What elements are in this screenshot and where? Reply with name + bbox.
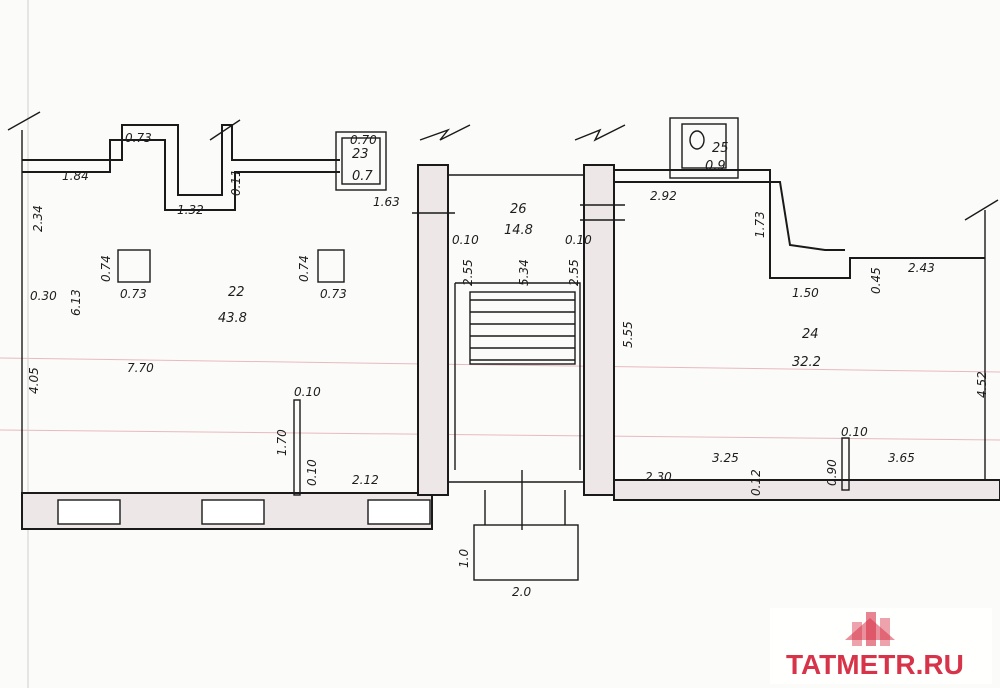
watermark-logo: TATMETR.RU	[770, 608, 992, 684]
window	[57, 499, 121, 525]
room-number: 25	[712, 141, 729, 156]
dimension-label: 0.73	[120, 287, 147, 301]
stairs	[469, 291, 576, 365]
break-mark	[574, 124, 626, 142]
dimension-label: 0.45	[869, 267, 883, 294]
room-25-walls	[669, 117, 739, 179]
dimension-label: 0.12	[749, 469, 763, 496]
dimension-label: 2.43	[908, 261, 935, 275]
partition	[293, 399, 301, 496]
dimension-label: 6.13	[69, 289, 83, 316]
dimension-label: 0.10	[305, 459, 319, 486]
dimension-label: 1.84	[62, 169, 89, 183]
dimension-label: 1.0	[457, 549, 471, 568]
guide-line	[0, 429, 1000, 441]
dimension-label: 0.10	[841, 425, 868, 439]
dimension-label: 0.74	[99, 255, 113, 282]
dimension-label: 5.34	[517, 259, 531, 286]
dimension-label: 4.52	[975, 371, 989, 398]
dimension-label: 0.30	[30, 289, 57, 303]
room-23-walls	[335, 131, 387, 191]
dimension-label: 2.0	[512, 585, 531, 599]
dimension-label: 4.05	[27, 367, 41, 394]
room-24-walls	[613, 169, 1000, 501]
window	[201, 499, 265, 525]
front-wall-right	[613, 479, 1000, 501]
column	[317, 249, 345, 283]
watermark-text: TATMETR.RU	[786, 649, 964, 680]
room-area: 0.9	[705, 159, 726, 174]
room-26-walls	[412, 124, 626, 581]
column	[117, 249, 151, 283]
break-mark	[419, 124, 471, 141]
toilet-icon	[689, 130, 705, 150]
dimension-label: 0.90	[825, 459, 839, 486]
dimension-label: 0.10	[452, 233, 479, 247]
break-mark	[7, 111, 41, 131]
dimension-label: 5.55	[621, 321, 635, 348]
room-area: 0.7	[352, 169, 373, 184]
dimension-label: 0.10	[565, 233, 592, 247]
guide-line	[0, 357, 1000, 373]
dimension-label: 2.92	[650, 189, 677, 203]
dimension-label: 3.65	[888, 451, 915, 465]
room-area: 43.8	[218, 311, 247, 326]
dimension-label: 1.73	[753, 211, 767, 238]
stair-wall-left	[417, 164, 449, 496]
dimension-label: 7.70	[127, 361, 154, 375]
dimension-label: 1.50	[792, 286, 819, 300]
dimension-label: 2.12	[352, 473, 379, 487]
stair-wall-right	[583, 164, 615, 496]
dimension-label: 0.73	[125, 131, 152, 145]
break-mark	[964, 199, 999, 221]
window	[367, 499, 431, 525]
dimension-label: 2.34	[31, 205, 45, 232]
room-22-walls	[7, 111, 433, 530]
dimension-label: 0.11	[229, 169, 243, 196]
partition	[841, 437, 850, 491]
dimension-label: 3.25	[712, 451, 739, 465]
dimension-label: 1.70	[275, 429, 289, 456]
room-area: 14.8	[504, 223, 533, 238]
dimension-label: 0.70	[350, 133, 377, 147]
room-number: 26	[510, 202, 527, 217]
dimension-label: 2.30	[645, 470, 672, 484]
dimension-label: 0.10	[294, 385, 321, 399]
dimension-label: 1.32	[177, 203, 204, 217]
room-number: 23	[352, 147, 369, 162]
entrance-porch	[473, 524, 579, 581]
room-number: 22	[228, 285, 245, 300]
dimension-label: 1.63	[373, 195, 400, 209]
dimension-label: 0.74	[297, 255, 311, 282]
dimension-label: 2.55	[461, 259, 475, 286]
dimension-label: 0.73	[320, 287, 347, 301]
break-mark	[209, 119, 241, 141]
room-area: 32.2	[792, 355, 821, 370]
room-number: 24	[802, 327, 819, 342]
dimension-label: 2.55	[567, 259, 581, 286]
